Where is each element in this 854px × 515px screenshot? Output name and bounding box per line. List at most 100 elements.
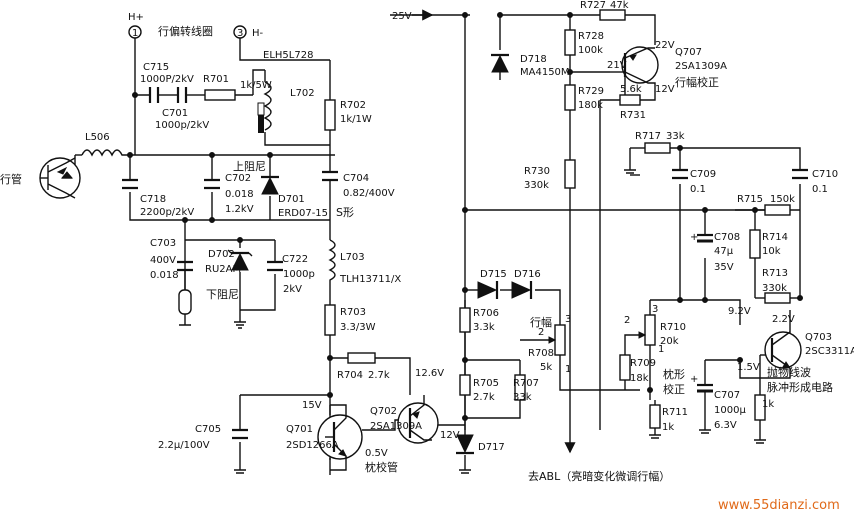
junction-dots [127, 12, 803, 421]
watermark: www.55dianzi.com [718, 498, 840, 513]
svg-text:C718: C718 [140, 194, 166, 205]
resistor-r713: R713 330k [762, 268, 791, 304]
svg-text:0.1: 0.1 [812, 184, 828, 195]
svg-text:C704: C704 [343, 173, 369, 184]
svg-text:1.5V: 1.5V [737, 362, 760, 373]
capacitor-c709: C709 0.1 [672, 168, 716, 195]
voltage-2-2: 2.2V [772, 314, 795, 325]
svg-text:行幅: 行幅 [530, 316, 552, 329]
svg-text:R729: R729 [578, 86, 604, 97]
svg-text:D701: D701 [278, 194, 305, 205]
resistor-r707: R707 33k [513, 374, 539, 403]
resistor-r714: R714 10k [749, 229, 788, 259]
svg-text:1: 1 [132, 28, 138, 39]
inductor-l702: ELH5L728 L702 [257, 50, 315, 133]
svg-text:C708: C708 [714, 232, 740, 243]
svg-text:R702: R702 [340, 100, 366, 111]
inductor-l506: L506 [81, 132, 130, 157]
capacitor-c718: C718 2200p/2kV [122, 178, 194, 218]
diode-d716: D716 [511, 269, 541, 299]
transistor-q702: Q702 2SA1309A 12V [370, 395, 460, 444]
svg-text:RU2AM: RU2AM [205, 264, 241, 275]
svg-text:21V: 21V [607, 60, 627, 71]
svg-text:+: + [690, 374, 698, 385]
svg-text:10k: 10k [762, 246, 781, 257]
svg-text:下阻尼: 下阻尼 [206, 288, 239, 301]
svg-text:1k: 1k [762, 399, 774, 410]
svg-text:0.018: 0.018 [150, 270, 179, 281]
svg-text:R717: R717 [635, 131, 661, 142]
svg-text:0.018: 0.018 [225, 189, 254, 200]
svg-text:400V: 400V [150, 255, 176, 266]
yoke-title: 行偏转线圈 [158, 24, 213, 38]
svg-text:2.7k: 2.7k [368, 370, 390, 381]
svg-text:R701: R701 [203, 74, 229, 85]
transistor-q701: Q701 2SD1266A 0.5V 枕校管 [286, 404, 398, 474]
pin-corr-label-a: 枕形 [663, 367, 685, 381]
resistor-r727: R727 47k [580, 0, 629, 21]
capacitor-c703: C703 400V 0.018 [150, 238, 193, 326]
svg-text:C702: C702 [225, 173, 251, 184]
svg-text:R711: R711 [662, 407, 688, 418]
svg-text:3: 3 [565, 314, 571, 325]
svg-text:去ABL（亮暗变化微调行幅）: 去ABL（亮暗变化微调行幅） [528, 469, 670, 483]
svg-text:Q707: Q707 [675, 47, 702, 58]
svg-text:R707: R707 [513, 378, 539, 389]
svg-text:1000p/2kV: 1000p/2kV [155, 120, 209, 131]
svg-text:R728: R728 [578, 31, 604, 42]
svg-text:18k: 18k [630, 373, 649, 384]
transistor-q703: Q703 2SC3311A 1.5V [737, 331, 854, 373]
svg-text:1: 1 [658, 344, 664, 355]
supply-25v: 25V [392, 9, 434, 22]
resistor-r730: R730 330k [524, 159, 576, 191]
potentiometer-r710: 2 3 1 R710 20k [624, 304, 686, 355]
svg-text:1: 1 [565, 364, 571, 375]
svg-text:100k: 100k [578, 45, 603, 56]
svg-text:ERD07-15: ERD07-15 [278, 208, 328, 219]
svg-text:TLH13711/X: TLH13711/X [339, 274, 401, 285]
svg-text:1k: 1k [662, 422, 674, 433]
svg-text:C705: C705 [195, 424, 221, 435]
svg-text:+: + [690, 232, 698, 243]
svg-text:2200p/2kV: 2200p/2kV [140, 207, 194, 218]
resistor-r703: R703 3.3/3W [324, 304, 376, 336]
svg-text:1k/5W: 1k/5W [240, 80, 272, 91]
resistor-r704: R704 2.7k [337, 352, 390, 381]
resistor-r705: R705 2.7k [459, 374, 499, 403]
svg-text:3.3/3W: 3.3/3W [340, 322, 376, 333]
svg-text:0.5V: 0.5V [365, 448, 388, 459]
resistor-r731: 5.6k R731 [619, 84, 646, 121]
svg-text:2SA1309A: 2SA1309A [370, 421, 422, 432]
svg-text:3: 3 [652, 304, 658, 315]
svg-text:2: 2 [538, 327, 544, 338]
svg-text:12V: 12V [655, 84, 675, 95]
resistor-r728: R728 100k [564, 29, 604, 56]
svg-text:R727: R727 [580, 0, 606, 11]
svg-text:枕校管: 枕校管 [365, 460, 398, 474]
svg-text:20k: 20k [660, 336, 679, 347]
transistor-q707: 22V 21V 12V Q707 2SA1309A 行幅校正 [607, 40, 727, 95]
capacitor-c704: C704 0.82/400V S形 [322, 170, 395, 219]
resistor-r706: R706 3.3k [459, 307, 499, 333]
svg-text:2: 2 [624, 315, 630, 326]
svg-text:R705: R705 [473, 378, 499, 389]
resistor-r701: R701 1k/5W [203, 74, 272, 101]
svg-text:R715: R715 [737, 194, 763, 205]
svg-text:D717: D717 [478, 442, 505, 453]
svg-text:Q701: Q701 [286, 424, 313, 435]
svg-text:C722: C722 [282, 254, 308, 265]
voltage-9-2: 9.2V [728, 306, 751, 317]
diode-d701: 上阻尼 D701 ERD07-15 [233, 160, 328, 219]
svg-text:C701: C701 [162, 108, 188, 119]
svg-text:R731: R731 [620, 110, 646, 121]
pin-corr-label-b: 校正 [663, 382, 685, 396]
svg-text:C707: C707 [714, 390, 740, 401]
svg-text:R710: R710 [660, 322, 686, 333]
capacitor-c708: + C708 47μ 35V [690, 232, 740, 273]
svg-text:150k: 150k [770, 194, 795, 205]
svg-text:D716: D716 [514, 269, 541, 280]
svg-text:R704: R704 [337, 370, 363, 381]
svg-text:22V: 22V [655, 40, 675, 51]
svg-text:D718: D718 [520, 54, 547, 65]
